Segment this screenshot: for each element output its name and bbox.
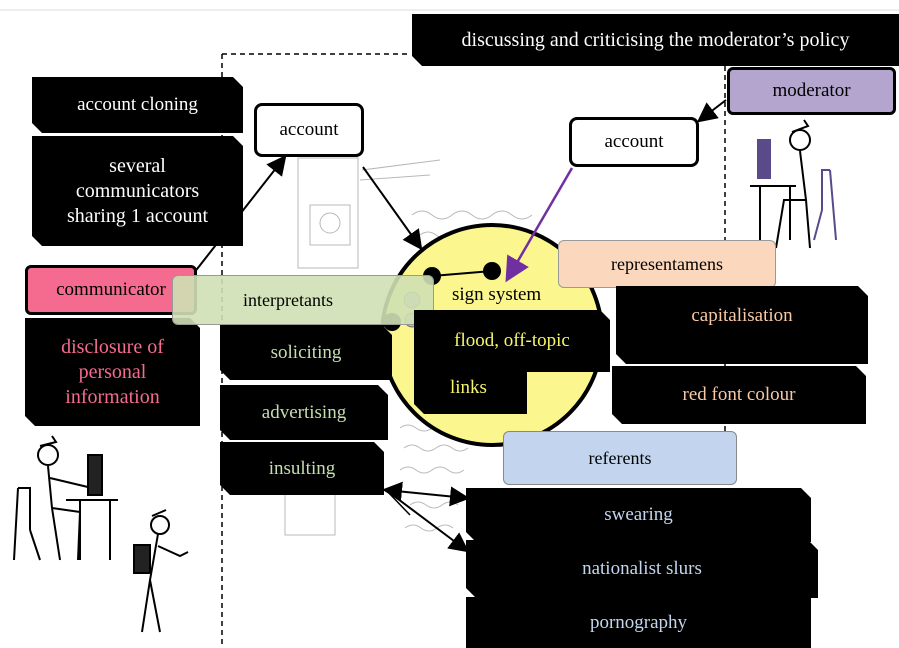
moderator-label: moderator: [727, 67, 896, 115]
referents-label: referents: [503, 431, 737, 485]
capitalisation-block: capitalisation: [616, 286, 868, 364]
flood-offtopic-block: flood, off-topic: [414, 310, 610, 372]
moderator-figure: [750, 119, 837, 249]
account-box-left: account: [254, 103, 364, 157]
pornography-block: pornography: [466, 597, 811, 648]
account-cloning-block: account cloning: [32, 77, 243, 133]
sign-system-label: sign system: [452, 284, 542, 305]
interpretants-label: interpretants: [172, 275, 434, 325]
banner-text: discussing and criticising the moderator…: [461, 28, 850, 51]
representamens-label: representamens: [558, 240, 776, 288]
insulting-block: insulting: [220, 442, 384, 495]
shared-account-block: several communicators sharing 1 account: [32, 136, 243, 246]
red-font-colour-block: red font colour: [612, 366, 866, 424]
swearing-block: swearing: [466, 488, 811, 542]
walking-figure: [133, 509, 189, 633]
nationalist-slurs-block: nationalist slurs: [466, 540, 818, 598]
account-box-right: account: [569, 117, 699, 167]
communicator-figure: [13, 435, 118, 561]
links-block: links: [414, 362, 527, 414]
disclosure-block: disclosure of personal information: [25, 318, 200, 426]
moderator-policy-banner: discussing and criticising the moderator…: [412, 14, 899, 66]
advertising-block: advertising: [220, 385, 388, 440]
soliciting-block: soliciting: [220, 325, 392, 380]
communicator-label: communicator: [25, 265, 197, 315]
